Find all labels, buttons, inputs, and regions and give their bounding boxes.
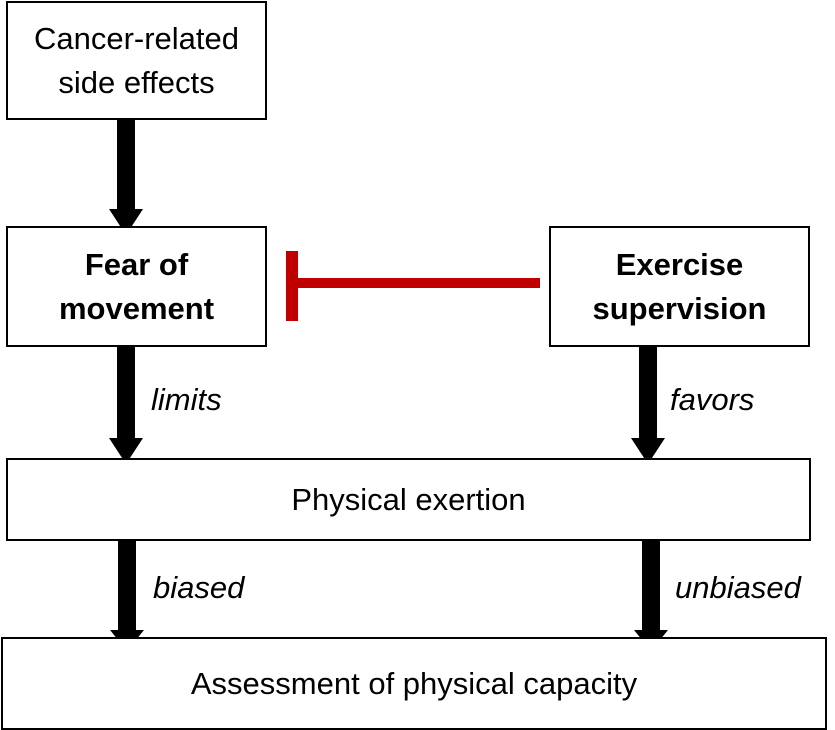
- edge-label-favors: favors: [670, 382, 755, 417]
- edge-label-unbiased: unbiased: [675, 570, 801, 605]
- node-fear-of-movement-label: Fear of movement: [58, 247, 215, 326]
- node-physical-exertion: Physical exertion: [6, 458, 811, 541]
- inhibition-supervision-to-fear: [286, 251, 540, 321]
- edge-label-limits: limits: [151, 382, 222, 417]
- node-physical-exertion-label: Physical exertion: [291, 481, 526, 517]
- node-assessment-label: Assessment of physical capacity: [190, 665, 638, 701]
- arrow-exertion-to-assessment-unbiased: [634, 540, 668, 651]
- arrow-side-effects-to-fear: [109, 119, 143, 235]
- arrow-fear-to-exertion: [109, 346, 143, 464]
- node-exercise-supervision: Exercise supervision: [549, 226, 810, 347]
- arrow-exertion-to-assessment-biased: [110, 540, 144, 651]
- arrow-supervision-to-exertion: [631, 346, 665, 464]
- node-assessment-of-physical-capacity: Assessment of physical capacity: [1, 637, 827, 730]
- node-fear-of-movement: Fear of movement: [6, 226, 267, 347]
- edge-label-biased: biased: [153, 570, 245, 605]
- node-side-effects: Cancer-related side effects: [6, 1, 267, 120]
- node-exercise-supervision-label: Exercise supervision: [592, 247, 767, 326]
- node-side-effects-label: Cancer-related side effects: [33, 21, 240, 100]
